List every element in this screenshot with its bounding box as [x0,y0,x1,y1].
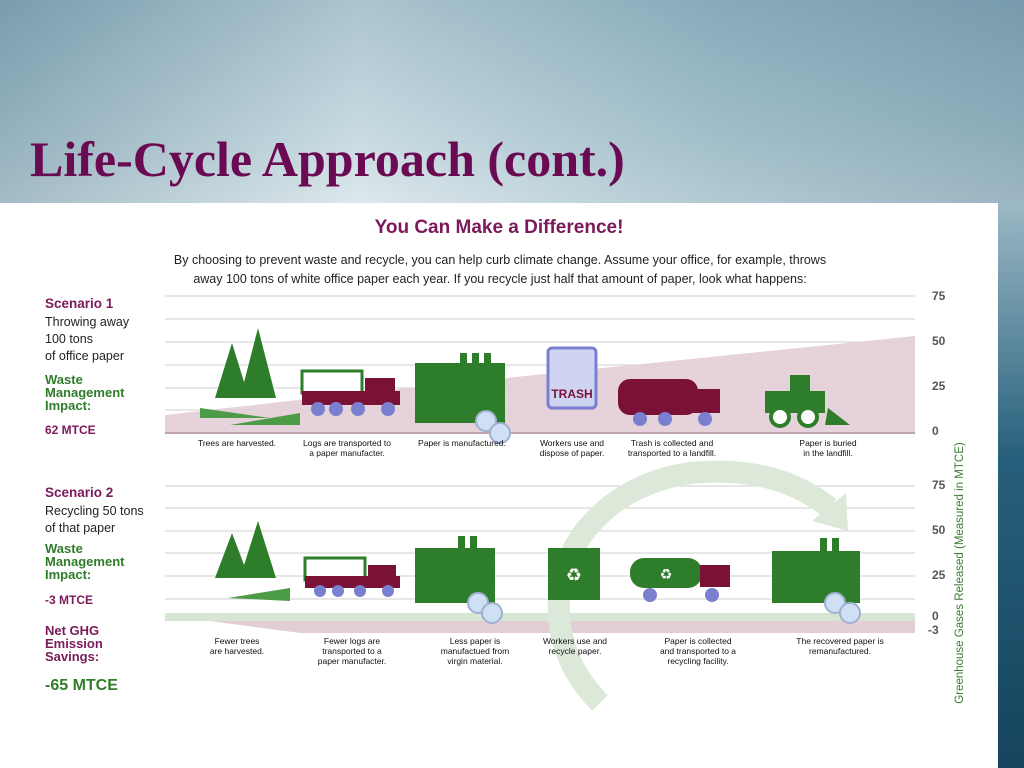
infographic-graphics: TRASH ♻ ♻ [165,295,915,711]
tick-s1-25: 25 [932,379,946,393]
caption-s2-2-line-2: transported to a [322,646,382,656]
scenario-2-wm-2: Management [45,554,125,569]
paper-mill-icon [415,353,511,444]
scenario-1-line-2: 100 tons [45,332,93,346]
caption-s2-3-line-3: virgin material. [447,656,503,666]
log-truck-icon [300,369,400,416]
caption-s2-5-line-1: Paper is collected [664,636,732,646]
caption-s2-1-line-1: Fewer trees [214,636,260,646]
garbage-truck-icon [618,379,720,426]
caption-s2-6-line-1: The recovered paper is [796,636,884,646]
scenario-1-line-1: Throwing away [45,315,130,329]
slide-title: Life-Cycle Approach (cont.) [30,131,625,187]
scenario-2-description: Recycling 50 tons of that paper [45,503,144,537]
caption-s1-3-line-1: Paper is manufactured. [418,438,506,448]
caption-s2-4-line-1: Workers use and [542,636,608,646]
paper-mill-icon-2 [415,536,503,624]
caption-s1-2-line-2: a paper manufacter. [309,448,385,458]
tick-s1-0: 0 [932,424,939,438]
trees-icon [200,328,300,425]
scenario-2-line-2: of that paper [45,521,116,535]
caption-s1-4-line-2: dispose of paper. [539,448,605,458]
figure-headline: You Can Make a Difference! [374,217,624,238]
caption-s1-6-line-2: in the landfill. [803,448,853,458]
y-axis-label: Greenhouse Gases Released (Measured in M… [954,442,966,704]
caption-s1-1: Trees are harvested. [177,438,297,448]
net-savings-label: Net GHG Emission Savings: [45,624,103,663]
trash-can-icon: TRASH [546,346,598,410]
caption-s1-5-line-2: transported to a landfill. [627,448,717,458]
recycling-truck-icon: ♻ [630,558,730,602]
intro-line-1: By choosing to prevent waste and recycle… [173,253,827,267]
svg-text:♻: ♻ [566,565,582,586]
net-line-2: Emission [45,636,103,651]
scenario-1-description: Throwing away 100 tons of office paper [45,314,129,365]
recycling-bin-icon: ♻ [548,548,600,600]
caption-s2-2-line-3: paper manufacter. [317,656,387,666]
tick-s2-neg3: -3 [928,623,939,637]
recycle-arrow-icon [547,460,837,711]
caption-s2-3-line-2: manufactued from [440,646,510,656]
net-savings-value: -65 MTCE [45,677,118,694]
caption-s1-3: Paper is manufactured. [402,438,522,448]
caption-s1-2-line-1: Logs are transported to [303,438,391,448]
bulldozer-icon [765,375,850,428]
caption-s1-5-line-1: Trash is collected and [630,438,714,448]
background-band [0,0,1024,205]
scenario-2-impact-value: -3 MTCE [45,593,93,607]
caption-s2-5-line-2: and transported to a [659,646,737,656]
caption-s1-4-line-1: Workers use and [539,438,605,448]
caption-s2-4-line-2: recycle paper. [548,646,602,656]
scenario-2-impact-label: Waste Management Impact: [45,542,124,581]
scenario-1-wm-2: Management [45,385,125,400]
caption-s1-6-line-1: Paper is buried [799,438,857,448]
trees-icon-2 [215,521,290,601]
infographic-panel: You Can Make a Difference! By choosing t… [0,203,998,768]
recycle-arrowhead-icon [812,493,848,531]
scenario-2-wm-3: Impact: [45,567,92,582]
baseline-band-scenario-2 [165,613,915,621]
caption-s2-2-line-1: Fewer logs are [323,636,381,646]
caption-s2-3-line-1: Less paper is [449,636,501,646]
figure-intro: By choosing to prevent waste and recycle… [120,251,880,289]
log-truck-icon-2 [303,556,400,597]
scenario-1-line-3: of office paper [45,349,124,363]
net-line-3: Savings: [45,649,100,664]
scenario-1-wm-1: Waste [45,372,83,387]
trash-label: TRASH [551,387,592,401]
tick-s2-75: 75 [932,478,946,492]
scenario-1-title: Scenario 1 [45,296,114,311]
tick-s2-0: 0 [932,609,939,623]
tick-s1-50: 50 [932,334,946,348]
tick-s2-50: 50 [932,523,946,537]
caption-s2-5-line-3: recycling facility. [667,656,729,666]
scenario-1-wm-3: Impact: [45,398,92,413]
svg-text:♻: ♻ [660,567,673,583]
tick-s2-25: 25 [932,568,946,582]
remanufacturing-mill-icon [772,538,861,624]
scenario-2-wm-1: Waste [45,541,83,556]
scenario-2-line-1: Recycling 50 tons [45,504,144,518]
scenario-2-title: Scenario 2 [45,485,114,500]
background-edge [998,205,1024,768]
net-line-1: Net GHG [45,623,100,638]
caption-s1-1-line-1: Trees are harvested. [197,438,277,448]
scenario-1-impact-value: 62 MTCE [45,423,96,437]
tick-s1-75: 75 [932,289,946,303]
caption-s2-1-line-2: are harvested. [209,646,265,656]
caption-s2-6-line-2: remanufactured. [809,646,871,656]
intro-line-2: away 100 tons of white office paper each… [193,272,807,286]
scenario-1-impact-label: Waste Management Impact: [45,373,124,412]
